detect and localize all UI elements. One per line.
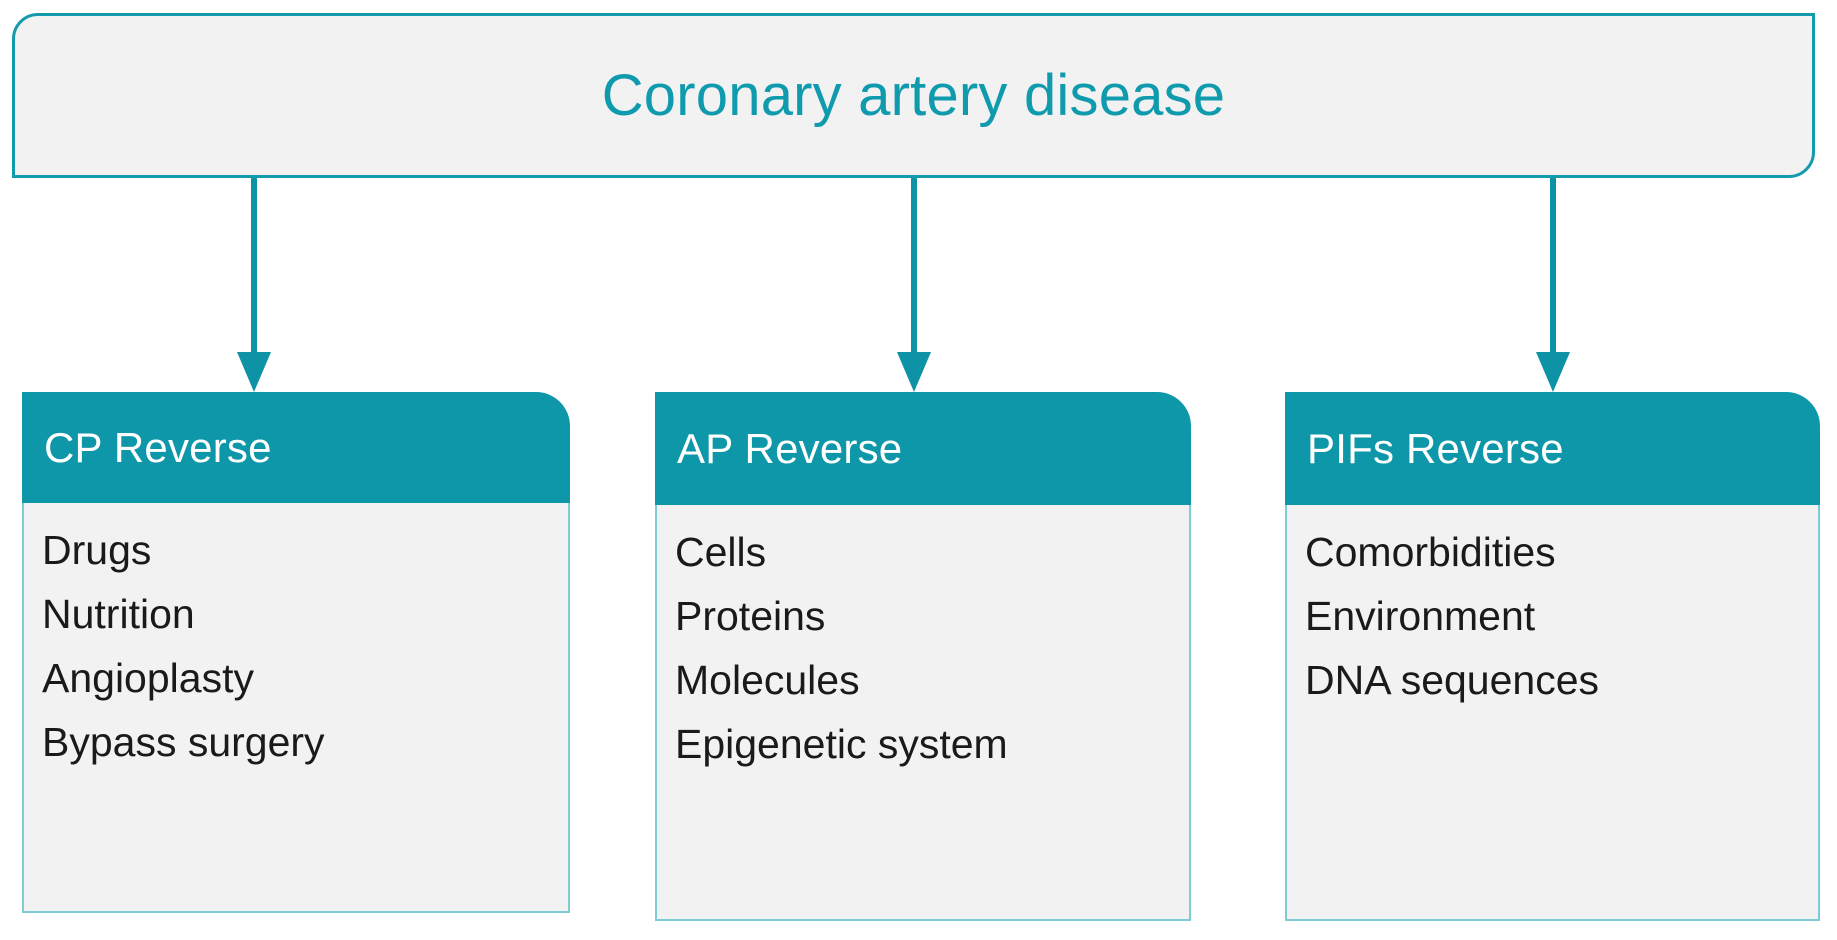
card-cp-reverse[interactable]: CP Reverse Drugs Nutrition Angioplasty B…	[22, 392, 570, 913]
list-item: Nutrition	[42, 590, 195, 637]
arrow-stem	[911, 178, 917, 354]
card-ap-reverse-body: Cells Proteins Molecules Epigenetic syst…	[655, 505, 1191, 921]
arrow-to-cp-reverse	[237, 178, 271, 392]
arrow-stem	[1550, 178, 1556, 354]
arrow-to-pifs-reverse	[1536, 178, 1570, 392]
list-item: Bypass surgery	[42, 718, 325, 765]
list-item: Angioplasty	[42, 654, 254, 701]
arrow-head-icon	[237, 352, 271, 392]
list-item: Comorbidities	[1305, 529, 1556, 575]
list-item: DNA sequences	[1305, 656, 1600, 703]
arrow-head-icon	[897, 352, 931, 392]
card-cp-reverse-body: Drugs Nutrition Angioplasty Bypass surge…	[22, 503, 570, 913]
card-pifs-reverse[interactable]: PIFs Reverse Comorbidities Environment D…	[1285, 392, 1820, 921]
root-node-title: Coronary artery disease	[601, 62, 1226, 128]
arrow-stem	[251, 178, 257, 354]
list-item: Proteins	[675, 592, 826, 639]
list-item: Molecules	[675, 656, 860, 703]
list-item: Environment	[1305, 592, 1536, 639]
card-ap-reverse-header: AP Reverse	[655, 392, 1191, 505]
card-ap-reverse[interactable]: AP Reverse Cells Proteins Molecules Epig…	[655, 392, 1191, 921]
arrow-to-ap-reverse	[897, 178, 931, 392]
card-pifs-reverse-body: Comorbidities Environment DNA sequences	[1285, 505, 1820, 921]
card-cp-reverse-header: CP Reverse	[22, 392, 570, 503]
arrow-head-icon	[1536, 352, 1570, 392]
root-node-coronary-artery-disease[interactable]: Coronary artery disease	[12, 13, 1815, 178]
list-item: Drugs	[42, 527, 152, 573]
list-item: Epigenetic system	[675, 720, 1008, 767]
card-pifs-reverse-header: PIFs Reverse	[1285, 392, 1820, 505]
list-item: Cells	[675, 529, 767, 575]
